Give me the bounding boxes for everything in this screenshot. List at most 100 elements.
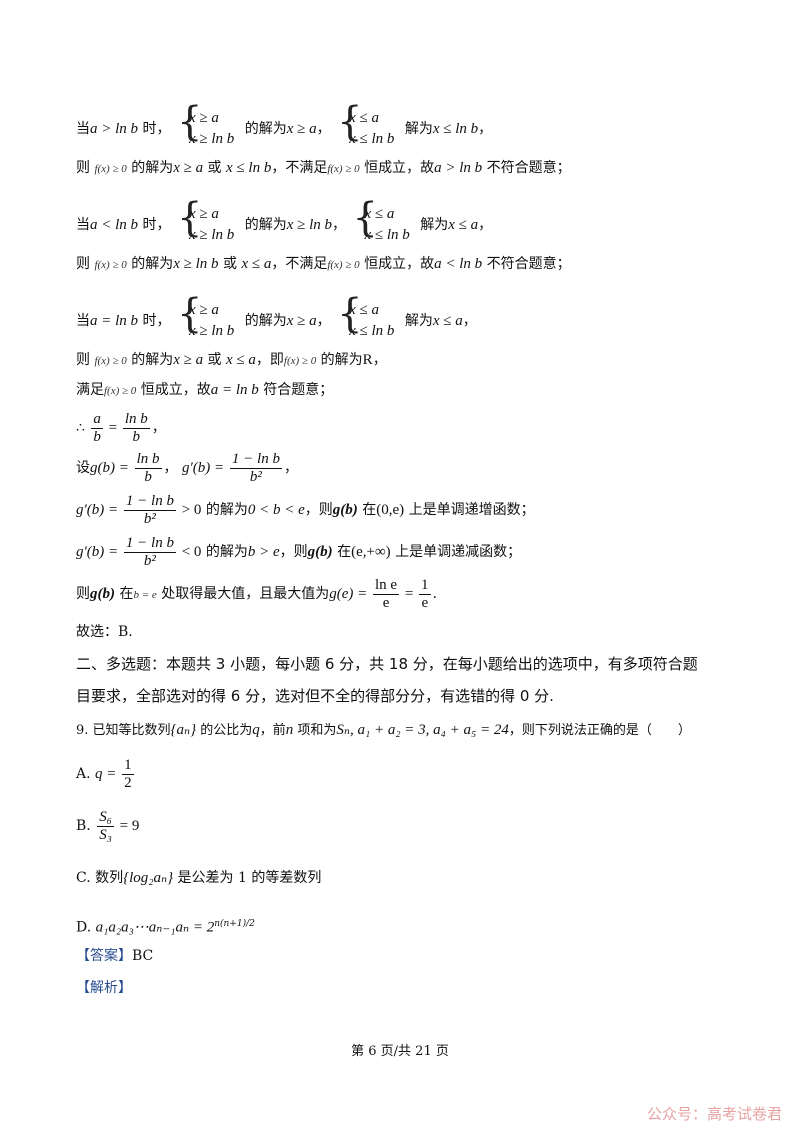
- denominator: b²: [249, 468, 262, 485]
- math: g(b): [90, 586, 115, 602]
- math: x ≥ a: [188, 206, 219, 222]
- text: 解为: [404, 121, 433, 137]
- text: 设: [76, 460, 90, 476]
- math: x ≤ ln b: [349, 323, 395, 339]
- exponent: n(n+1)/2: [214, 919, 255, 929]
- text: ，即: [255, 352, 284, 368]
- math: g′(b) =: [76, 544, 122, 560]
- numerator: ln b: [122, 410, 150, 429]
- math: f(x) ≥ 0: [283, 355, 317, 367]
- math: x ≤ ln b: [349, 131, 395, 147]
- math: =: [401, 586, 418, 602]
- text: 二、多选题：本题共 3 小题，每小题 6 分，共 18 分，在每小题给出的选项中…: [76, 655, 698, 673]
- math: b > e: [247, 544, 280, 560]
- text: 则: [76, 160, 95, 176]
- text: 的解为: [201, 544, 248, 560]
- text: 是公差为 1 的等差数列: [173, 870, 322, 886]
- math: =: [104, 420, 121, 436]
- text: ，: [478, 217, 493, 233]
- text: 的解为: [316, 352, 363, 368]
- math: x ≤ a: [241, 256, 272, 272]
- answer-label: 【答案】: [76, 948, 132, 964]
- math: x ≥ a: [188, 110, 219, 126]
- text: 的解为: [201, 502, 248, 518]
- numerator: 1 − ln b: [229, 450, 282, 469]
- math: x ≤ a: [226, 352, 256, 368]
- math: a₁a₂a₃⋯aₙ₋₁aₙ = 2: [95, 919, 215, 936]
- text: 恒成立，故: [136, 382, 211, 398]
- math: {log₂aₙ}: [123, 870, 174, 886]
- math: Sₙ, a₁ + a₂ = 3, a₄ + a₅ = 24: [336, 722, 509, 738]
- math: f(x) ≥ 0: [94, 163, 127, 175]
- text: 或: [203, 160, 227, 176]
- text: ，: [372, 352, 387, 368]
- math: {aₙ}: [170, 722, 197, 738]
- math: g′(b) =: [76, 502, 122, 518]
- math: x ≥ ln b: [188, 131, 235, 147]
- text: 的公比为: [196, 723, 253, 738]
- text: 时，: [138, 217, 171, 233]
- text: ，: [163, 460, 178, 476]
- denominator: e: [382, 594, 390, 611]
- math: x ≤ a: [432, 313, 463, 329]
- watermark: 公众号：高考试卷君: [646, 1105, 782, 1123]
- option-c[interactable]: C. 数列{log₂aₙ} 是公差为 1 的等差数列: [76, 868, 740, 888]
- text: 上是单调递增函数；: [404, 502, 535, 518]
- choose-line: 故选：B.: [76, 622, 740, 642]
- denominator: b²: [143, 552, 156, 569]
- text: 或: [203, 352, 227, 368]
- text: ，不满足: [271, 256, 328, 272]
- denominator: b: [144, 468, 152, 485]
- option-label: D.: [76, 919, 92, 936]
- numerator: 1: [419, 576, 431, 595]
- numerator: S₆: [97, 808, 114, 827]
- text: 9. 已知等比数列: [76, 723, 171, 738]
- math: > 0: [177, 502, 202, 518]
- analysis-label: 【解析】: [76, 980, 132, 996]
- text: 的解为: [126, 160, 174, 176]
- text: ，: [283, 460, 298, 476]
- text: 时，: [138, 121, 171, 137]
- math: a = ln b: [210, 382, 259, 398]
- text: ，: [332, 217, 347, 233]
- math: x ≤ a: [448, 217, 479, 233]
- text: 当: [76, 313, 90, 329]
- text: 解为: [404, 313, 433, 329]
- question-stem: 9. 已知等比数列{aₙ} 的公比为q，前n 项和为Sₙ, a₁ + a₂ = …: [76, 720, 740, 741]
- text: 项和为: [293, 723, 337, 738]
- text: 在: [332, 544, 352, 560]
- text: ∴: [76, 420, 85, 436]
- denominator: 2: [124, 774, 132, 791]
- math: (e,+∞): [351, 544, 391, 560]
- numerator: ln b: [134, 450, 162, 469]
- math: 0 < b < e: [247, 502, 305, 518]
- text: 在: [357, 502, 377, 518]
- math: f(x) ≥ 0: [104, 385, 137, 397]
- math: n: [285, 722, 294, 738]
- case-lt-result: 则 f(x) ≥ 0 的解为x ≥ ln b 或 x ≤ a，不满足f(x) ≥…: [76, 254, 740, 275]
- text: 的解为: [244, 313, 287, 329]
- case-gt-result: 则 f(x) ≥ 0 的解为x ≥ a 或 x ≤ ln b，不满足f(x) ≥…: [76, 158, 740, 179]
- math: a > ln b: [90, 121, 139, 137]
- text: 恒成立，故: [359, 256, 435, 272]
- text: 故选：B.: [76, 624, 133, 640]
- analysis-line: 【解析】: [76, 978, 740, 998]
- option-d[interactable]: D. a₁a₂a₃⋯aₙ₋₁aₙ = 2n(n+1)/2: [76, 914, 740, 938]
- text: ，: [316, 313, 331, 329]
- text: 不符合题意；: [482, 160, 571, 176]
- denominator: S₃: [99, 826, 112, 843]
- math: q =: [95, 766, 121, 782]
- math: g′(b) =: [182, 460, 228, 476]
